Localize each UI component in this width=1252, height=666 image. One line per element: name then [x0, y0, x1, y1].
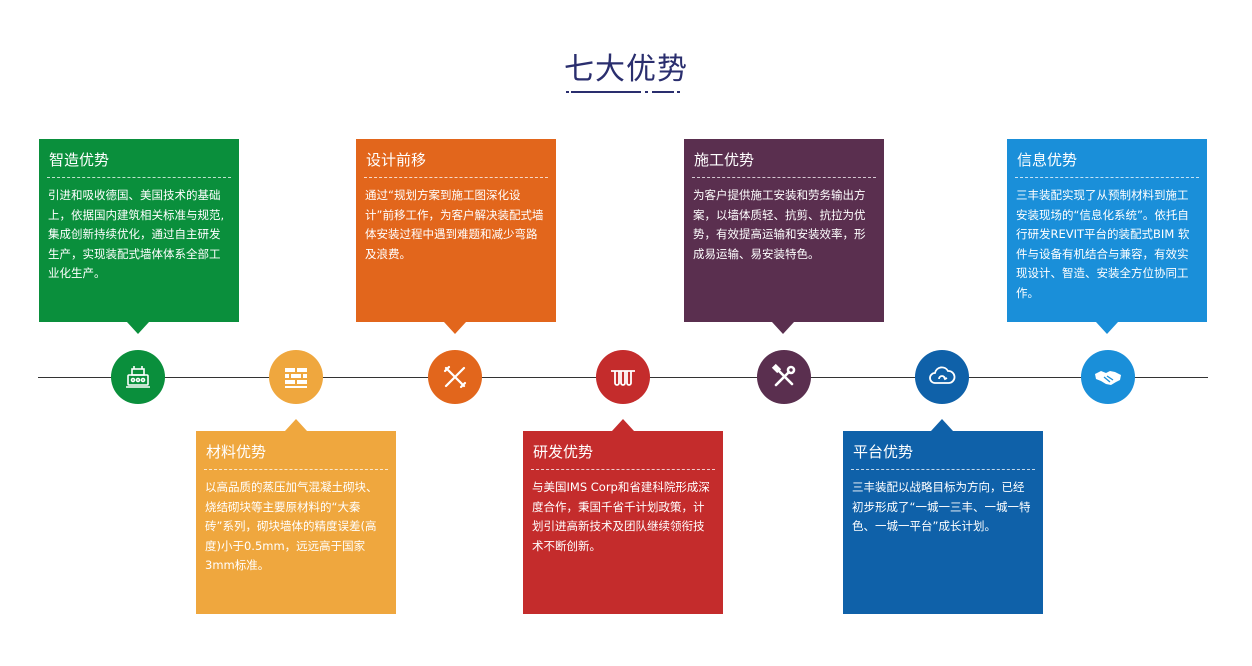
card-text: 以高品质的蒸压加气混凝土砌块、烧结砌块等主要原材料的“大秦砖”系列，砌块墙体的精… — [205, 480, 378, 572]
card-pointer — [772, 322, 794, 334]
advantage-card-design: 设计前移 通过“规划方案到施工图深化设计”前移工作，为客户解决装配式墙体安装过程… — [356, 139, 556, 322]
brick-wall-icon — [285, 368, 307, 388]
card-pointer — [1096, 322, 1118, 334]
card-pointer — [612, 419, 634, 431]
card-title: 智造优势 — [47, 149, 231, 178]
card-text: 引进和吸收德国、美国技术的基础上，依据国内建筑相关标准与规范,集成创新持续优化，… — [48, 188, 225, 280]
card-title: 研发优势 — [531, 441, 715, 470]
title-dot-mid — [645, 91, 648, 93]
tools-icon — [771, 363, 796, 387]
card-text: 三丰装配以战略目标为方向，已经初步形成了“一城一三丰、一城一特色、一城一平台”成… — [852, 480, 1031, 533]
advantage-card-materials: 材料优势 以高品质的蒸压加气混凝土砌块、烧结砌块等主要原材料的“大秦砖”系列，砌… — [196, 431, 396, 614]
card-pointer — [127, 322, 149, 334]
card-title: 信息优势 — [1015, 149, 1199, 178]
advantage-card-manufacturing: 智造优势 引进和吸收德国、美国技术的基础上，依据国内建筑相关标准与规范,集成创新… — [39, 139, 239, 322]
title-dot-left — [566, 91, 569, 93]
page-title: 七大优势 — [564, 52, 688, 87]
card-title: 施工优势 — [692, 149, 876, 178]
node-information — [1081, 350, 1135, 404]
card-pointer — [285, 419, 307, 431]
card-title: 材料优势 — [204, 441, 388, 470]
test-tubes-icon — [611, 370, 635, 386]
node-construction — [757, 350, 811, 404]
advantage-card-platform: 平台优势 三丰装配以战略目标为方向，已经初步形成了“一城一三丰、一城一特色、一城… — [843, 431, 1043, 614]
card-text: 与美国IMS Corp和省建科院形成深度合作，秉国千省千计划政策，计划引进高新技… — [532, 480, 710, 553]
handshake-icon — [1095, 371, 1121, 385]
factory-icon — [126, 366, 150, 388]
node-manufacturing — [111, 350, 165, 404]
card-pointer — [931, 419, 953, 431]
advantage-card-construction: 施工优势 为客户提供施工安装和劳务输出方案，以墙体质轻、抗剪、抗拉为优势，有效提… — [684, 139, 884, 322]
advantage-card-research: 研发优势 与美国IMS Corp和省建科院形成深度合作，秉国千省千计划政策，计划… — [523, 431, 723, 614]
title-underline-short — [652, 91, 674, 93]
node-platform — [915, 350, 969, 404]
card-text: 为客户提供施工安装和劳务输出方案，以墙体质轻、抗剪、抗拉为优势，有效提高运输和安… — [693, 188, 866, 261]
card-text: 通过“规划方案到施工图深化设计”前移工作，为客户解决装配式墙体安装过程中遇到难题… — [365, 188, 544, 261]
title-dot-right — [677, 91, 680, 93]
advantage-card-information: 信息优势 三丰装配实现了从预制材料到施工安装现场的“信息化系统”。依托自行研发R… — [1007, 139, 1207, 322]
title-underline — [571, 91, 641, 93]
card-title: 平台优势 — [851, 441, 1035, 470]
card-text: 三丰装配实现了从预制材料到施工安装现场的“信息化系统”。依托自行研发REVIT平… — [1016, 188, 1190, 300]
node-materials — [269, 350, 323, 404]
card-pointer — [444, 322, 466, 334]
design-tools-icon — [443, 365, 467, 389]
cloud-sync-icon — [929, 366, 956, 384]
card-title: 设计前移 — [364, 149, 548, 178]
node-research — [596, 350, 650, 404]
node-design — [428, 350, 482, 404]
